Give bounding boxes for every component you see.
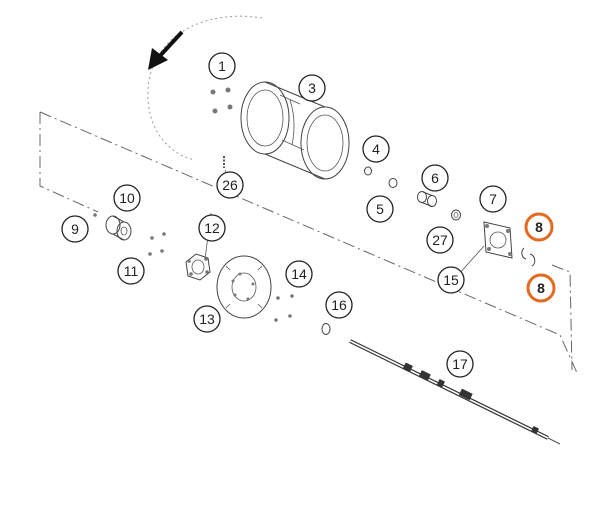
part-7-bearing-carrier <box>483 221 513 259</box>
part-27-seal <box>451 209 461 221</box>
svg-text:8: 8 <box>535 219 543 235</box>
svg-text:10: 10 <box>119 190 135 206</box>
part-17-axle <box>349 339 561 445</box>
callout-17: 17 <box>446 350 474 378</box>
callout-15: 15 <box>437 266 465 294</box>
part-16-o-ring <box>321 323 331 335</box>
svg-text:6: 6 <box>431 170 439 186</box>
callout-8-bottom: 8 <box>526 273 556 303</box>
svg-text:1: 1 <box>218 58 226 74</box>
callout-16: 16 <box>325 291 353 319</box>
assembly-axis-frame <box>39 111 579 376</box>
part-8-circlips <box>521 247 536 267</box>
svg-text:5: 5 <box>376 201 384 217</box>
rotation-arrow-icon <box>148 30 184 70</box>
part-5-ring <box>388 178 398 188</box>
callout-10: 10 <box>113 184 141 212</box>
svg-text:4: 4 <box>372 141 380 157</box>
callout-12: 12 <box>198 214 226 242</box>
part-9-screw <box>93 213 97 217</box>
svg-text:12: 12 <box>204 220 220 236</box>
callout-8-top: 8 <box>524 212 554 242</box>
svg-text:16: 16 <box>331 297 347 313</box>
callout-13: 13 <box>193 305 221 333</box>
part-10-hub-nut <box>105 215 132 241</box>
rotation-arc <box>147 15 263 161</box>
callout-14: 14 <box>285 260 313 288</box>
svg-text:8: 8 <box>537 280 545 296</box>
part-11-bolts <box>148 232 166 256</box>
callout-1: 1 <box>208 52 236 80</box>
callout-6: 6 <box>421 164 449 192</box>
part-6-spacer <box>417 191 437 207</box>
svg-text:14: 14 <box>291 266 307 282</box>
callout-4: 4 <box>362 135 390 163</box>
part-14-disc-bolts <box>274 294 294 322</box>
part-13-brake-disc <box>216 255 272 319</box>
svg-text:15: 15 <box>443 272 459 288</box>
part-1-bolts <box>210 87 233 114</box>
svg-text:3: 3 <box>308 80 316 96</box>
part-3-wheel-rim <box>240 81 350 180</box>
callout-27: 27 <box>426 226 454 254</box>
callout-7: 7 <box>479 185 507 213</box>
svg-text:27: 27 <box>432 232 448 248</box>
callout-9: 9 <box>61 215 89 243</box>
svg-text:11: 11 <box>124 263 139 279</box>
part-4-ring <box>364 166 372 176</box>
callout-26: 26 <box>216 171 244 199</box>
svg-text:9: 9 <box>71 221 79 237</box>
svg-text:13: 13 <box>199 311 215 327</box>
svg-text:7: 7 <box>489 191 497 207</box>
svg-text:26: 26 <box>222 177 238 193</box>
callout-3: 3 <box>298 74 326 102</box>
callout-5: 5 <box>366 195 394 223</box>
callout-11: 11 <box>117 257 145 285</box>
part-12-flange <box>185 253 211 281</box>
svg-text:17: 17 <box>452 356 468 372</box>
